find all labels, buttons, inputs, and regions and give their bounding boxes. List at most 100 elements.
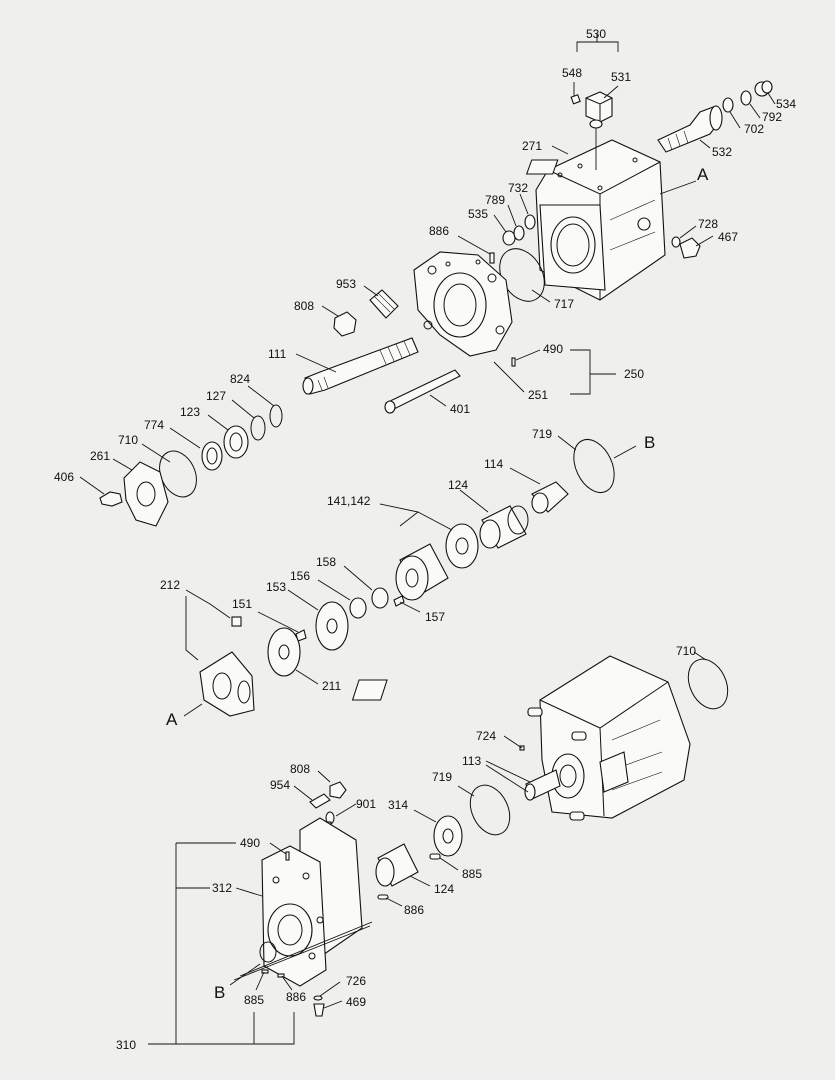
label-310: 310 bbox=[116, 1038, 136, 1052]
label-124-mid: 124 bbox=[448, 478, 468, 492]
label-312: 312 bbox=[212, 881, 232, 895]
label-774: 774 bbox=[144, 418, 164, 432]
label-490-top: 490 bbox=[543, 342, 563, 356]
label-953: 953 bbox=[336, 277, 356, 291]
part-792-ring bbox=[740, 90, 752, 106]
part-710-oring-right bbox=[687, 658, 729, 710]
part-157-spring bbox=[393, 595, 405, 607]
label-534: 534 bbox=[776, 97, 796, 111]
label-808-top: 808 bbox=[294, 299, 314, 313]
part-885-pin-mid bbox=[429, 853, 441, 860]
label-211: 211 bbox=[322, 679, 341, 693]
part-719-oring-lower bbox=[469, 784, 511, 836]
label-717: 717 bbox=[554, 297, 574, 311]
label-724: 724 bbox=[476, 729, 496, 743]
label-732: 732 bbox=[508, 181, 528, 195]
label-532: 532 bbox=[712, 145, 732, 159]
label-728: 728 bbox=[698, 217, 718, 231]
label-792: 792 bbox=[762, 110, 782, 124]
part-824-ring bbox=[269, 404, 283, 428]
part-490-pin-top bbox=[511, 357, 516, 367]
label-886-mid: 886 bbox=[404, 903, 424, 917]
label-535: 535 bbox=[468, 207, 488, 221]
label-406: 406 bbox=[54, 470, 74, 484]
label-113: 113 bbox=[462, 754, 481, 768]
label-824: 824 bbox=[230, 372, 250, 386]
label-B-top: B bbox=[644, 433, 655, 452]
label-901: 901 bbox=[356, 797, 376, 811]
label-250: 250 bbox=[624, 367, 644, 381]
part-123-bearing bbox=[223, 425, 249, 459]
label-548: 548 bbox=[562, 66, 582, 80]
part-548-screw bbox=[570, 94, 581, 105]
label-886-lower: 886 bbox=[286, 990, 306, 1004]
part-114-spline bbox=[531, 481, 569, 514]
label-710-left: 710 bbox=[118, 433, 138, 447]
label-127: 127 bbox=[206, 389, 226, 403]
label-469: 469 bbox=[346, 995, 366, 1009]
part-886-pin-top bbox=[489, 252, 495, 264]
label-314: 314 bbox=[388, 798, 408, 812]
label-808-lower: 808 bbox=[290, 762, 310, 776]
label-111: 111 bbox=[268, 347, 287, 361]
label-789: 789 bbox=[485, 193, 505, 207]
label-531: 531 bbox=[611, 70, 631, 84]
label-886-top: 886 bbox=[429, 224, 449, 238]
part-312-valveblock bbox=[259, 817, 363, 987]
part-954-screw bbox=[309, 793, 331, 809]
part-261-cover bbox=[123, 461, 169, 527]
label-141-142: 141,142 bbox=[327, 494, 371, 508]
part-728-ring bbox=[671, 236, 681, 248]
part-156-ball bbox=[349, 597, 367, 619]
label-151: 151 bbox=[232, 597, 252, 611]
label-B-lower: B bbox=[214, 983, 225, 1002]
part-469-plug bbox=[313, 1003, 325, 1017]
part-532-sleeve bbox=[657, 105, 723, 153]
part-158-bushing bbox=[371, 587, 389, 609]
part-467-plug bbox=[679, 237, 701, 259]
label-158: 158 bbox=[316, 555, 336, 569]
label-156: 156 bbox=[290, 569, 310, 583]
label-885-lower: 885 bbox=[244, 993, 264, 1007]
part-142-cylinder bbox=[395, 543, 449, 601]
part-212-swashplate bbox=[199, 651, 255, 717]
part-pump-assembly bbox=[351, 655, 691, 821]
part-211-plate bbox=[267, 627, 301, 677]
part-271-housing bbox=[525, 139, 666, 301]
label-702: 702 bbox=[744, 122, 764, 136]
part-531-block bbox=[585, 91, 613, 129]
label-153: 153 bbox=[266, 580, 286, 594]
leader-lines bbox=[79, 34, 776, 1045]
part-141-plate bbox=[445, 523, 479, 569]
part-535-plug bbox=[502, 230, 516, 246]
part-113-shaft bbox=[524, 769, 561, 801]
label-954: 954 bbox=[270, 778, 290, 792]
part-490-pin-lower bbox=[285, 851, 290, 861]
part-732-ring bbox=[524, 214, 536, 230]
part-111-shaft bbox=[302, 337, 419, 395]
part-702-ring bbox=[722, 97, 734, 113]
label-A-top: A bbox=[697, 165, 709, 184]
label-251: 251 bbox=[528, 388, 548, 402]
part-886-pin-lower bbox=[277, 973, 285, 978]
label-401: 401 bbox=[450, 402, 470, 416]
part-534-plug bbox=[754, 80, 773, 97]
part-808-nut-lower bbox=[329, 781, 347, 799]
part-124-bushing-lower bbox=[375, 843, 419, 887]
part-labels: 530 548 531 534 792 702 532 271 A 732 78… bbox=[54, 27, 796, 1052]
label-212: 212 bbox=[160, 578, 180, 592]
part-886-pin-mid bbox=[377, 894, 389, 900]
label-123: 123 bbox=[180, 405, 200, 419]
part-953-screw bbox=[369, 289, 399, 319]
label-490-lower: 490 bbox=[240, 836, 260, 850]
part-124-bushing-mid bbox=[479, 505, 529, 549]
part-808-nut-top bbox=[333, 311, 357, 337]
label-271: 271 bbox=[522, 139, 542, 153]
part-719-oring-b bbox=[573, 439, 615, 493]
label-157: 157 bbox=[425, 610, 445, 624]
part-401-bolt bbox=[384, 369, 461, 414]
label-124-lower: 124 bbox=[434, 882, 454, 896]
label-114: 114 bbox=[484, 457, 503, 471]
part-774-seal bbox=[201, 441, 223, 471]
